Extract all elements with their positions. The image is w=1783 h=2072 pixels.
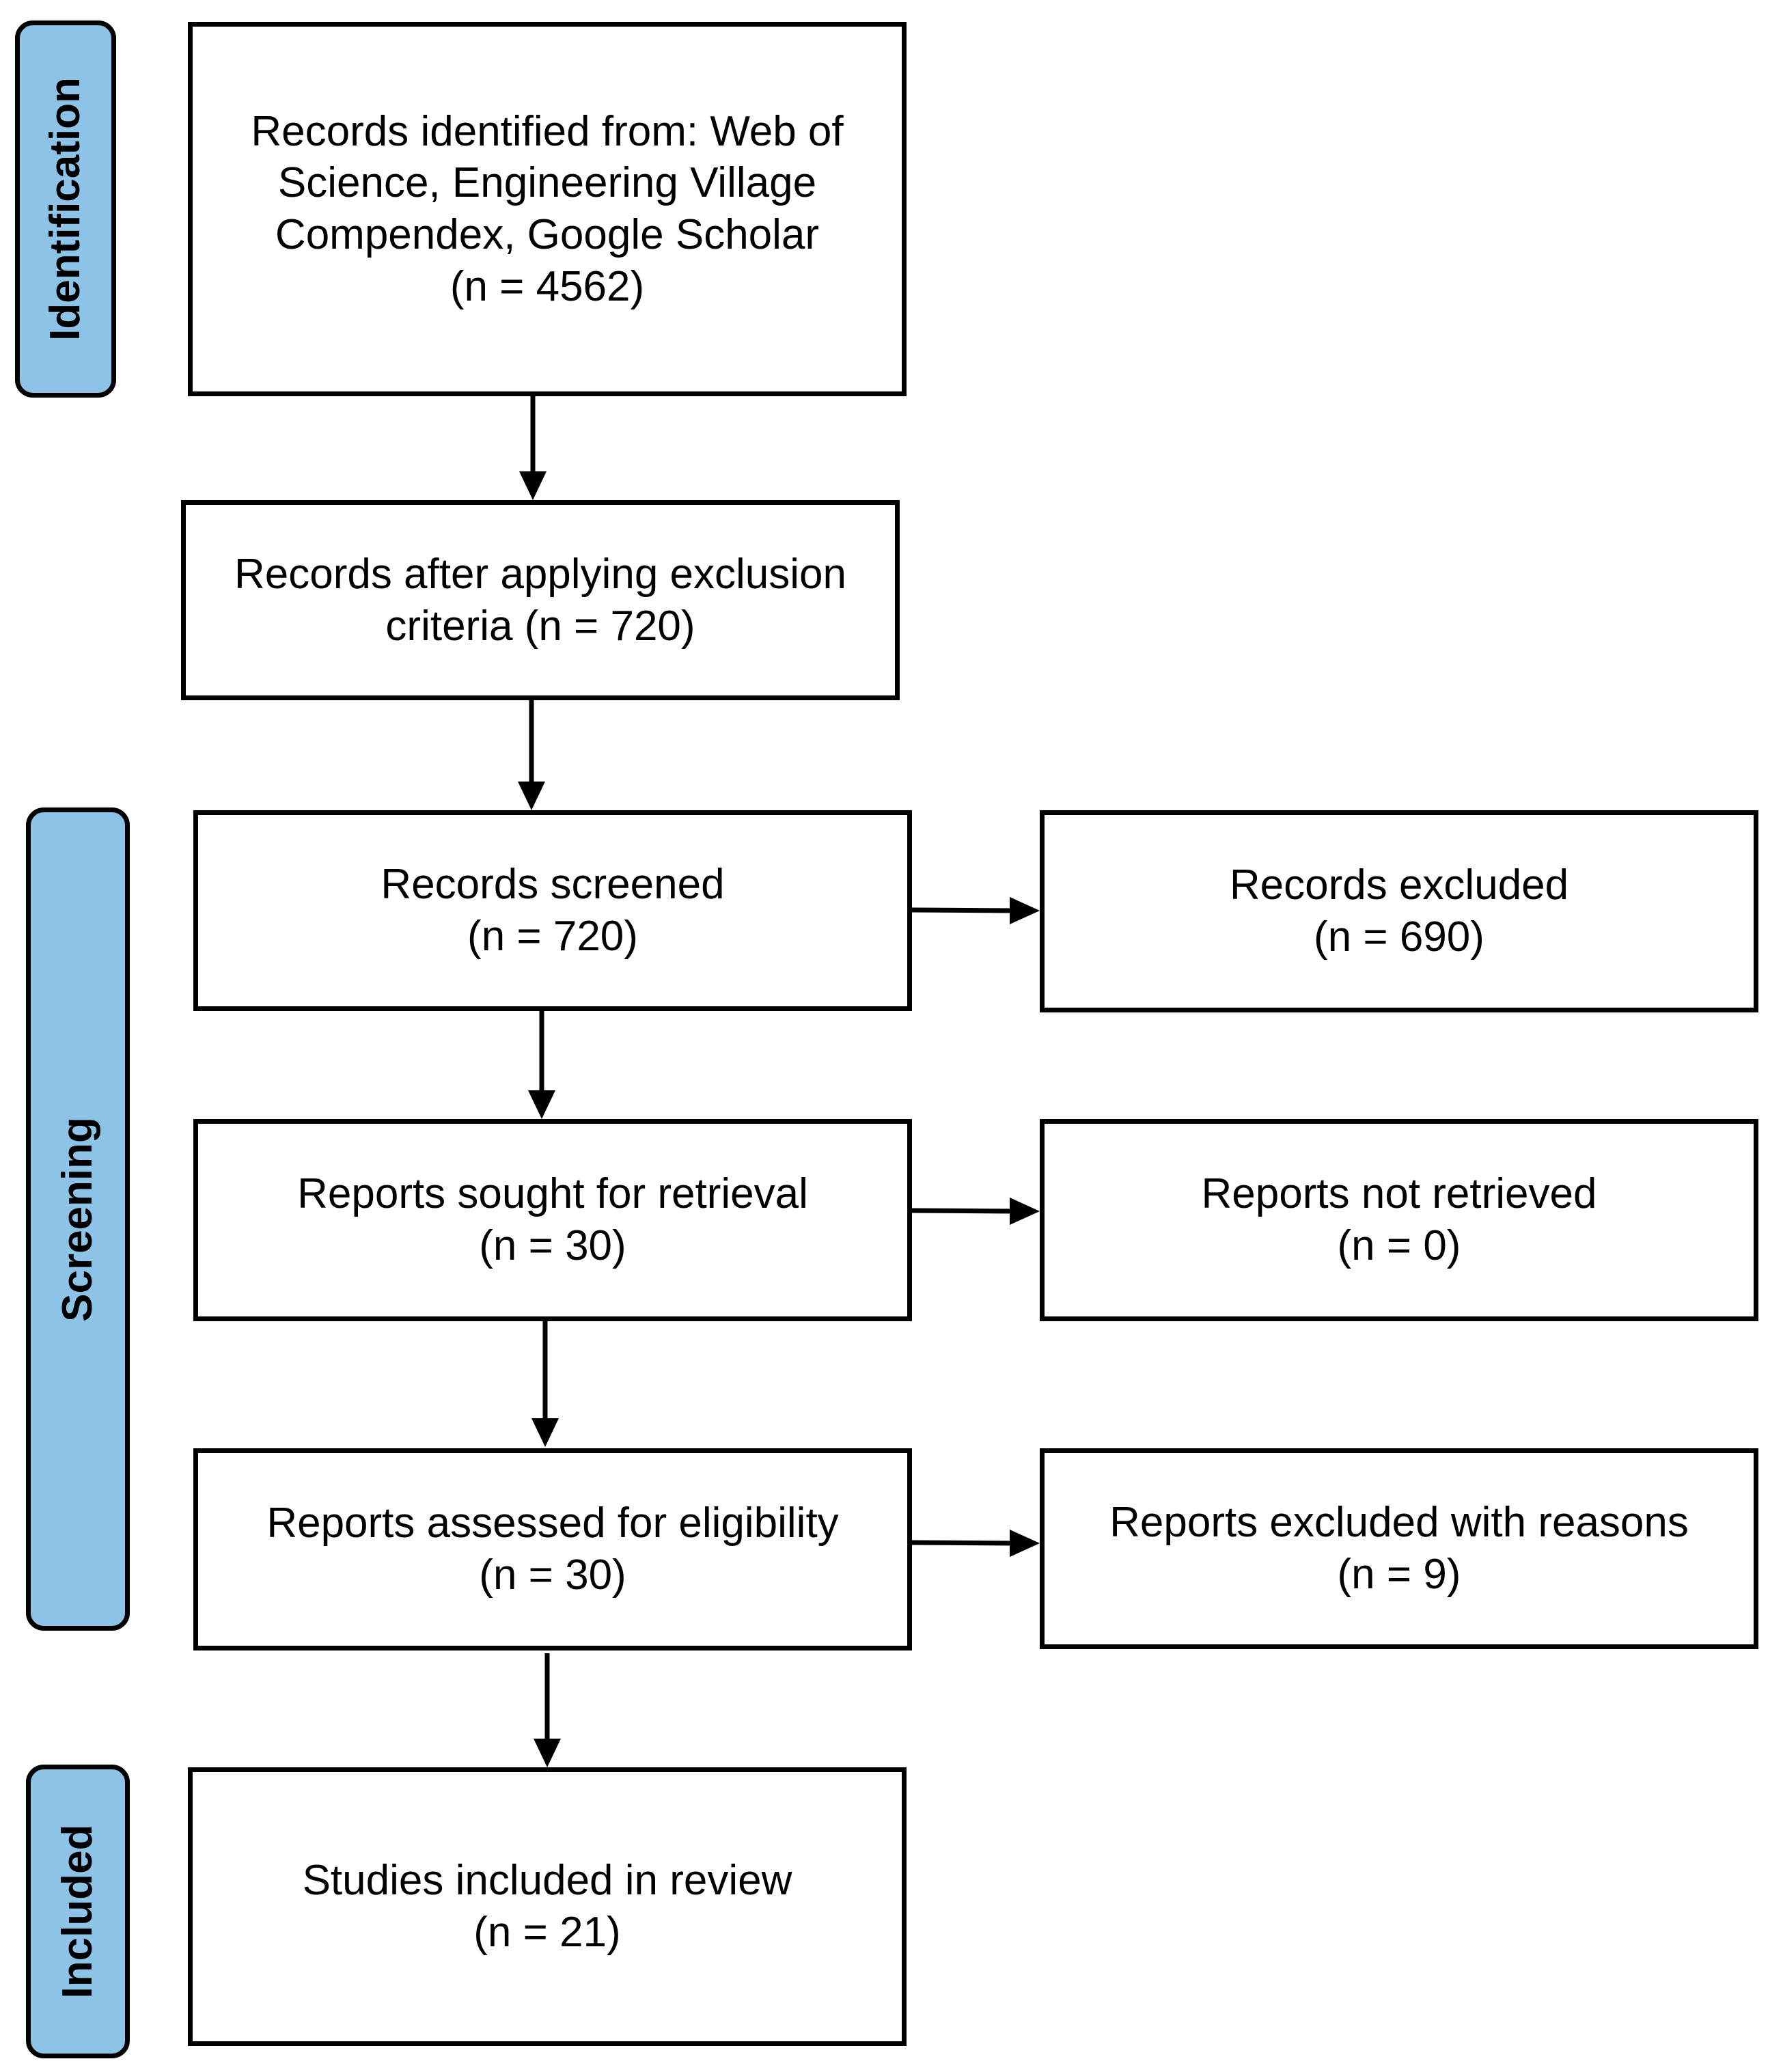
records-identified-line-4: (n = 4562) (450, 262, 645, 310)
arrowhead-screened-to-excluded (1010, 897, 1040, 924)
records-screened-text: Records screened (n = 720) (381, 859, 724, 962)
arrowhead-identified-to-after-exclusion (519, 471, 547, 500)
reports-assessed-box: Reports assessed for eligibility (n = 30… (193, 1448, 912, 1650)
studies-included-line-1: Studies included in review (302, 1857, 792, 1905)
studies-included-box: Studies included in review (n = 21) (188, 1767, 907, 2046)
records-after-exclusion-box: Records after applying exclusion criteri… (181, 500, 900, 700)
records-identified-line-2: Science, Engineering Village (277, 159, 817, 207)
studies-included-text: Studies included in review (n = 21) (303, 1855, 792, 1958)
reports-sought-line-1: Reports sought for retrieval (297, 1170, 808, 1218)
records-identified-line-3: Compendex, Google Scholar (275, 211, 820, 258)
reports-excluded-reasons-line-2: (n = 9) (1337, 1551, 1461, 1598)
studies-included-line-2: (n = 21) (473, 1909, 621, 1956)
records-screened-line-2: (n = 720) (467, 913, 638, 960)
reports-excluded-reasons-text: Reports excluded with reasons (n = 9) (1109, 1497, 1689, 1600)
reports-excluded-reasons-line-1: Reports excluded with reasons (1109, 1499, 1689, 1547)
records-after-exclusion-line-2: criteria (n = 720) (385, 602, 695, 650)
arrowhead-sought-to-not-retrieved (1010, 1198, 1040, 1225)
records-excluded-box: Records excluded (n = 690) (1040, 810, 1758, 1012)
records-identified-box: Records identified from: Web of Science,… (188, 22, 907, 396)
stage-tab-included: Included (26, 1765, 130, 2058)
reports-sought-box: Reports sought for retrieval (n = 30) (193, 1119, 912, 1321)
arrowhead-screened-to-sought (528, 1090, 555, 1119)
reports-sought-line-2: (n = 30) (479, 1222, 626, 1269)
reports-sought-text: Reports sought for retrieval (n = 30) (297, 1168, 808, 1271)
arrowhead-after-exclusion-to-screened (518, 782, 545, 810)
stage-tab-identification: Identification (15, 20, 116, 398)
records-screened-box: Records screened (n = 720) (193, 810, 912, 1011)
records-identified-text: Records identified from: Web of Science,… (251, 106, 843, 313)
reports-not-retrieved-box: Reports not retrieved (n = 0) (1040, 1119, 1758, 1321)
arrow-screened-to-excluded (911, 907, 1012, 913)
records-excluded-line-1: Records excluded (1229, 861, 1569, 909)
records-excluded-text: Records excluded (n = 690) (1230, 859, 1568, 963)
records-excluded-line-2: (n = 690) (1314, 913, 1484, 961)
records-after-exclusion-text: Records after applying exclusion criteri… (234, 549, 846, 652)
reports-not-retrieved-text: Reports not retrieved (n = 0) (1202, 1168, 1597, 1271)
reports-assessed-line-1: Reports assessed for eligibility (266, 1500, 839, 1547)
reports-assessed-text: Reports assessed for eligibility (n = 30… (266, 1497, 838, 1601)
records-screened-line-1: Records screened (381, 861, 725, 909)
reports-excluded-reasons-box: Reports excluded with reasons (n = 9) (1040, 1448, 1758, 1649)
reports-not-retrieved-line-1: Reports not retrieved (1201, 1170, 1597, 1218)
stage-tab-screening: Screening (26, 807, 130, 1631)
arrowhead-assessed-to-excluded-reasons (1010, 1530, 1040, 1557)
arrowhead-sought-to-assessed (531, 1418, 559, 1447)
reports-assessed-line-2: (n = 30) (479, 1551, 626, 1599)
records-identified-line-1: Records identified from: Web of (251, 107, 844, 155)
arrowhead-assessed-to-included (534, 1739, 561, 1767)
records-after-exclusion-line-1: Records after applying exclusion (234, 550, 847, 598)
reports-not-retrieved-line-2: (n = 0) (1337, 1222, 1461, 1269)
